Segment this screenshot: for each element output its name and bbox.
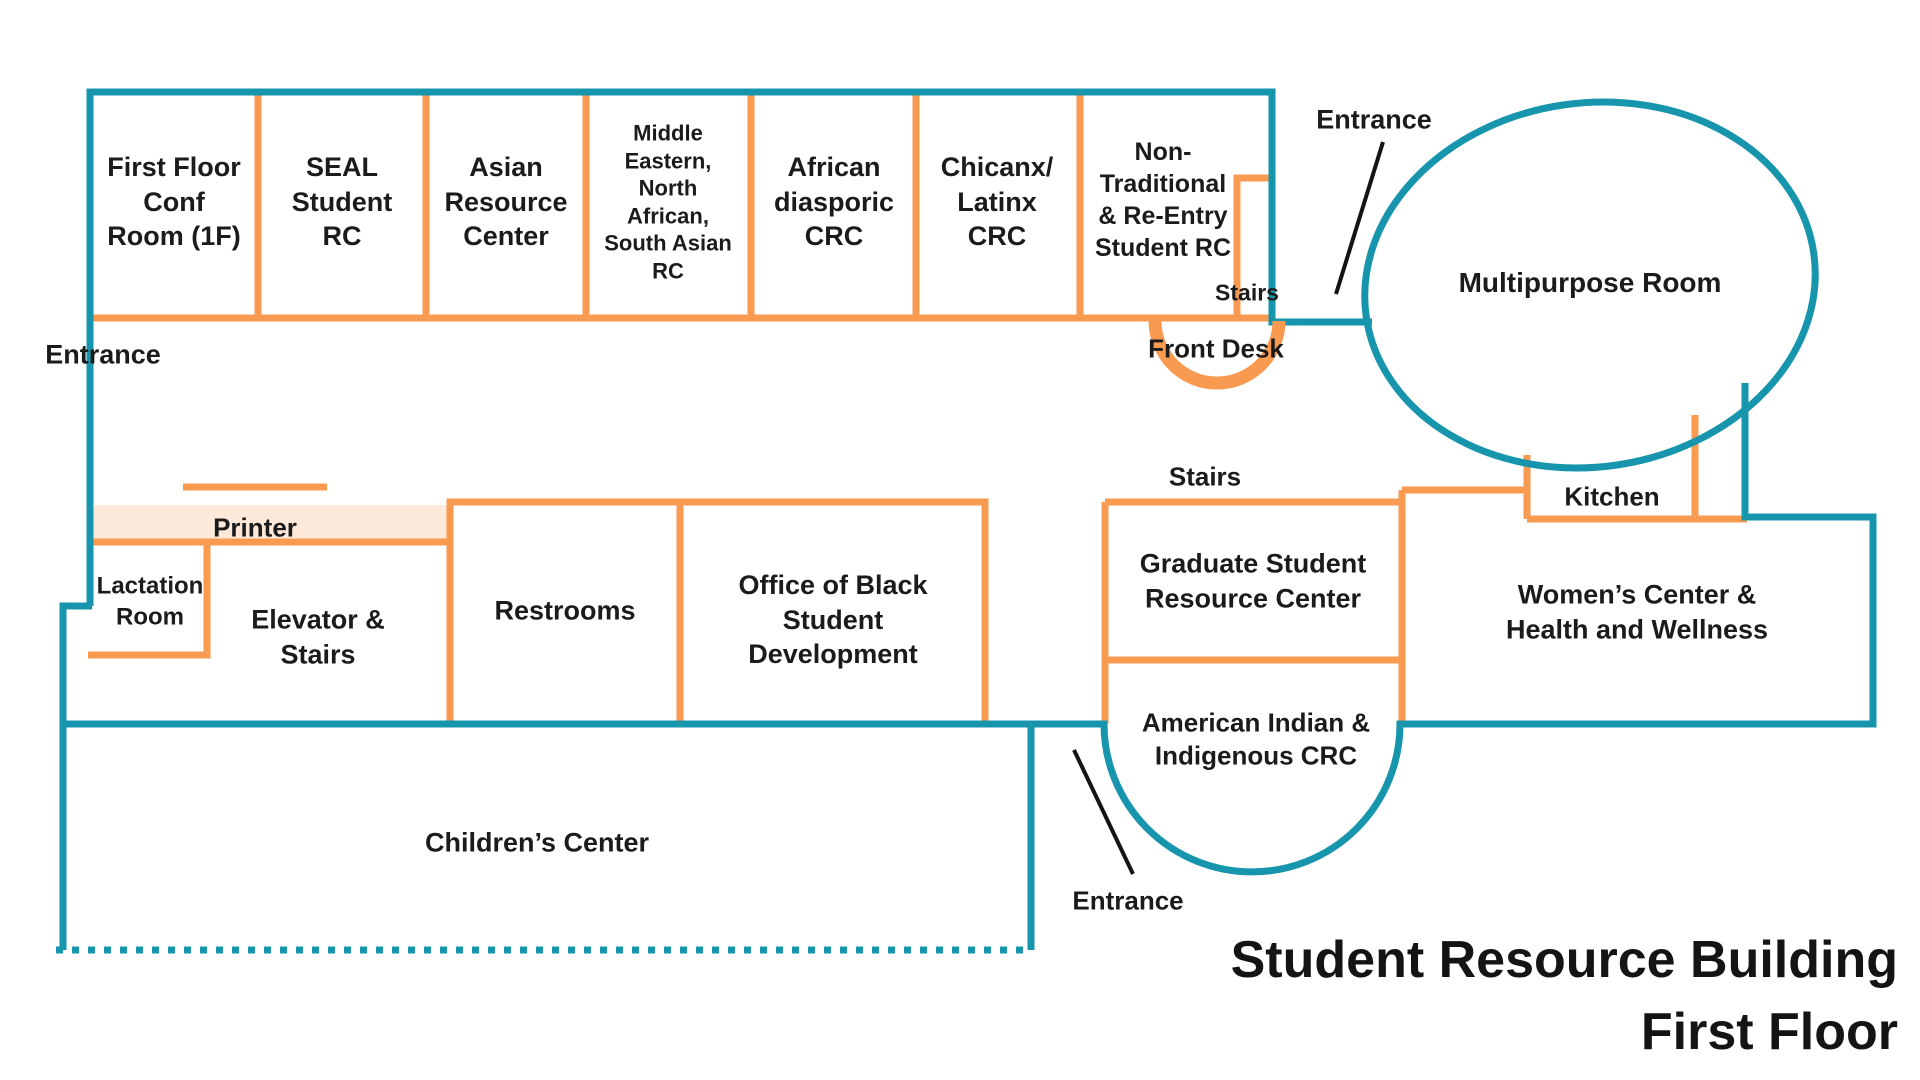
room-label-nontraditional-reentry-rc: Non- Traditional & Re-Entry Student RC — [1094, 138, 1232, 262]
room-label-mena-south-asian-rc: Middle Eastern, North African, South Asi… — [604, 120, 732, 284]
room-label-office-black-student-dev: Office of Black Student Development — [738, 570, 928, 670]
room-label-kitchen: Kitchen — [1564, 481, 1660, 512]
room-label-seal-student-rc: SEAL Student RC — [291, 152, 393, 252]
front-desk-counter — [1148, 320, 1286, 390]
entrance-top-label: Entrance — [1316, 104, 1432, 135]
room-label-american-indian-crc: American Indian & Indigenous CRC — [1141, 707, 1371, 771]
wall-lactation — [88, 542, 211, 659]
entrance-left-label: Entrance — [45, 339, 161, 370]
exterior-walls — [56, 88, 1877, 954]
printer-label: Printer — [213, 512, 297, 543]
entrance-arrow-bottom — [1072, 749, 1135, 875]
room-label-multipurpose: Multipurpose Room — [1458, 267, 1722, 299]
room-label-restrooms: Restrooms — [494, 595, 636, 626]
room-label-lactation: Lactation Room — [96, 572, 204, 630]
building-title-line1: Student Resource Building — [1230, 931, 1898, 989]
room-label-elevator-stairs: Elevator & Stairs — [251, 604, 385, 669]
stairs-mid-label: Stairs — [1168, 461, 1242, 492]
multipurpose-room-outline — [1361, 98, 1819, 472]
wall-stairs-nook — [1233, 174, 1272, 318]
room-label-womens-center: Women’s Center & Health and Wellness — [1505, 579, 1769, 644]
room-label-african-diasporic-crc: African diasporic CRC — [773, 152, 895, 252]
room-label-first-floor-conf: First Floor Conf Room (1F) — [107, 152, 241, 252]
wall-outer-left-jog — [59, 602, 92, 950]
building-title-line2: First Floor — [1640, 1003, 1898, 1061]
entrance-arrow-top — [1334, 141, 1385, 295]
room-label-asian-resource-center: Asian Resource Center — [444, 152, 568, 252]
stairs-top-label: Stairs — [1215, 279, 1279, 306]
front-desk-label: Front Desk — [1148, 333, 1284, 364]
room-label-childrens-center: Children’s Center — [424, 827, 650, 858]
wall-outer-topleft — [86, 88, 1372, 606]
wall-outer-bottom — [63, 383, 1877, 876]
interior-walls — [88, 92, 1747, 724]
wall-restrooms-office — [446, 498, 989, 724]
room-label-graduate-student-rc: Graduate Student Resource Center — [1139, 548, 1367, 613]
entrance-bottom-label: Entrance — [1072, 885, 1184, 916]
corridor-shade — [92, 505, 450, 544]
room-label-chicanx-latinx-crc: Chicanx/ Latinx CRC — [940, 152, 1054, 252]
